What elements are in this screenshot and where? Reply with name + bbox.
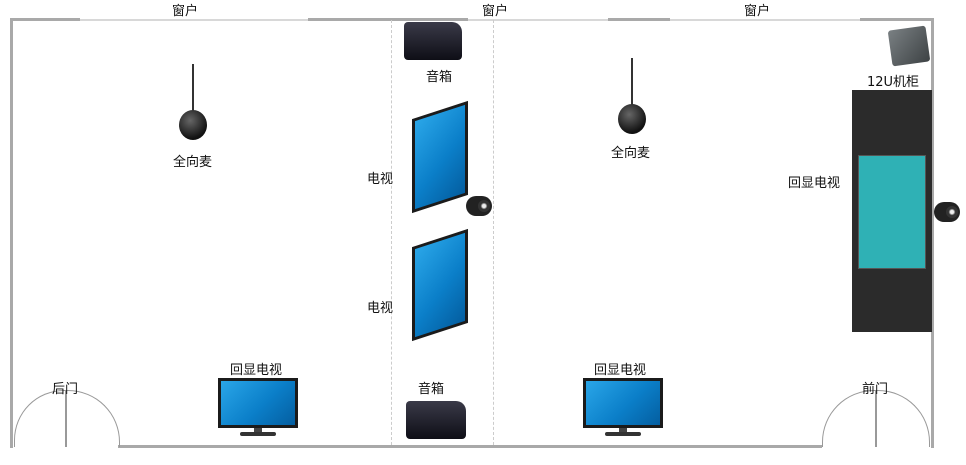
wall-top-seg	[308, 18, 468, 21]
window-label: 窗户	[744, 4, 771, 19]
echo-tv-label: 回显电视	[594, 363, 647, 378]
speaker-icon	[404, 22, 462, 60]
camera-icon	[934, 202, 960, 222]
front-door[interactable]	[876, 390, 930, 447]
speaker-icon	[406, 401, 466, 439]
echo-tv-label: 回显电视	[230, 363, 283, 378]
speaker-label: 音箱	[418, 382, 445, 397]
monitor-icon	[583, 378, 663, 438]
door-label: 后门	[52, 382, 79, 397]
mic-label: 全向麦	[173, 155, 213, 170]
wall-top-seg	[860, 18, 934, 21]
window-mid	[468, 19, 608, 21]
wall-bottom	[118, 445, 822, 448]
wall-top-seg	[608, 18, 670, 21]
smart-blackboard	[852, 90, 932, 332]
window-right	[670, 19, 860, 21]
window-label: 窗户	[482, 4, 509, 19]
wall-right	[931, 18, 934, 448]
board-screen	[858, 155, 926, 269]
divider-line	[391, 20, 392, 445]
monitor-icon	[218, 378, 298, 438]
mic-cable	[192, 64, 194, 112]
echo-tv-label: 回显电视	[788, 176, 841, 191]
door-label: 前门	[862, 382, 889, 397]
tv-icon	[412, 100, 468, 214]
divider-line	[493, 20, 494, 445]
speaker-label: 音箱	[426, 70, 453, 85]
microphone-icon	[618, 104, 646, 134]
wall-top-seg	[10, 18, 80, 21]
tv-icon	[412, 228, 468, 342]
tv-label: 电视	[367, 301, 394, 316]
back-door[interactable]	[14, 390, 66, 447]
wall-left	[10, 18, 13, 448]
cabinet-icon	[887, 25, 931, 67]
cabinet-label: 12U机柜	[867, 75, 920, 90]
tv-label: 电视	[367, 172, 394, 187]
mic-cable	[631, 58, 633, 106]
back-door[interactable]	[66, 390, 120, 447]
microphone-icon	[179, 110, 207, 140]
mic-label: 全向麦	[611, 146, 651, 161]
window-label: 窗户	[172, 4, 199, 19]
window-left	[80, 19, 308, 21]
front-door[interactable]	[822, 390, 876, 447]
camera-icon	[466, 196, 492, 216]
